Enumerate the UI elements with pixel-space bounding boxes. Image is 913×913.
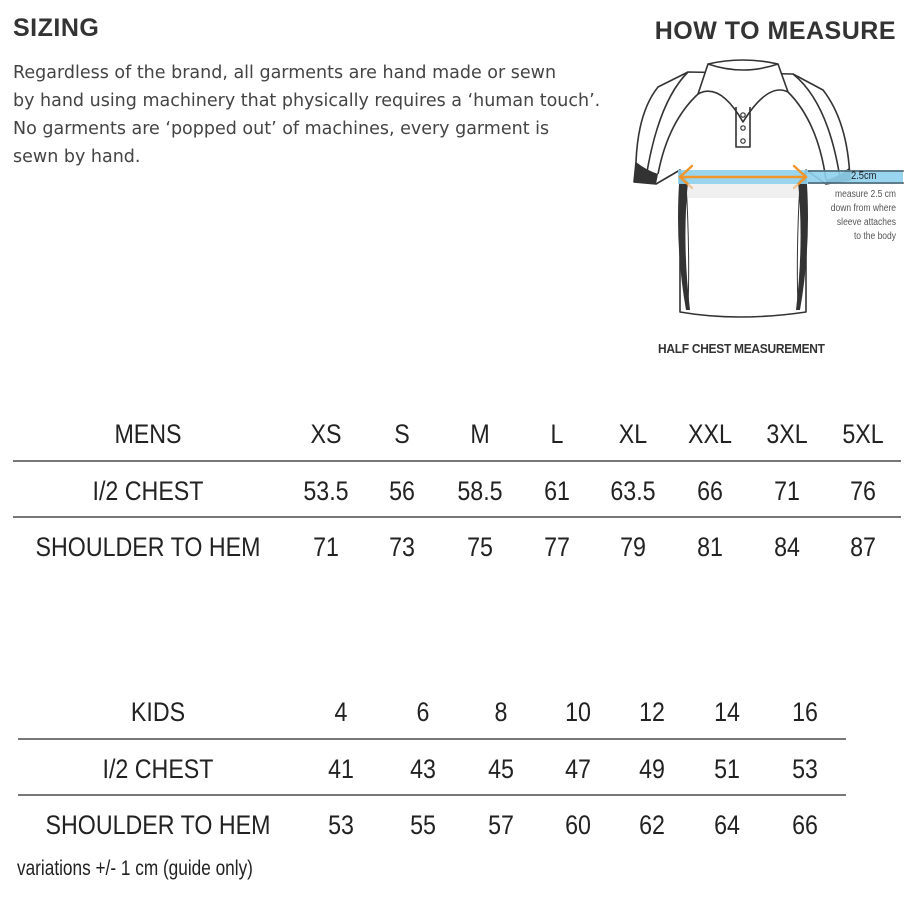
table-cell: 81	[697, 532, 723, 562]
shirt-sleeve-dark-left	[634, 162, 658, 184]
measure-offset-label: 2.5cm	[851, 170, 877, 182]
table-cell: 87	[850, 532, 876, 562]
polo-shirt-diagram	[633, 59, 904, 318]
intro-line: by hand using machinery that physically …	[13, 91, 601, 111]
mens-size-table: MENS XS S M L XL XXL 3XL 5XL I/2 CHEST 5…	[13, 406, 903, 578]
table-cell: 49	[639, 754, 665, 784]
mens-chest-row: I/2 CHEST 53.5 56 58.5 61 63.5 66 71 76	[13, 463, 903, 519]
shirt-button	[740, 112, 746, 118]
kids-size-6: 6	[416, 697, 430, 727]
table-cell: 58.5	[457, 476, 503, 506]
shirt-button	[740, 138, 746, 144]
mens-header-row: MENS XS S M L XL XXL 3XL 5XL	[13, 406, 903, 462]
table-cell: 45	[488, 754, 514, 784]
diagram-caption: HALF CHEST MEASUREMENT	[658, 341, 825, 356]
table-cell: 71	[313, 532, 339, 562]
table-cell: 76	[850, 476, 876, 506]
mens-size-m: M	[470, 419, 490, 449]
kids-header-label: KIDS	[130, 697, 186, 727]
table-cell: 53	[328, 810, 354, 840]
mens-size-xs: XS	[310, 419, 342, 449]
how-to-measure-title: HOW TO MEASURE	[654, 17, 896, 45]
table-cell: 47	[565, 754, 591, 784]
intro-paragraph: Regardless of the brand, all garments ar…	[13, 59, 633, 171]
mens-size-l: L	[550, 419, 564, 449]
kids-size-14: 14	[714, 697, 740, 727]
shirt-raglan-right	[787, 91, 827, 181]
mens-size-5xl: 5XL	[842, 419, 884, 449]
table-cell: 75	[467, 532, 493, 562]
table-cell: 56	[389, 476, 415, 506]
mens-size-3xl: 3XL	[766, 419, 808, 449]
table-cell: 57	[488, 810, 514, 840]
table-cell: 43	[410, 754, 436, 784]
mens-shoulder-row: SHOULDER TO HEM 71 73 75 77 79 81 84 87	[13, 519, 903, 575]
intro-line: Regardless of the brand, all garments ar…	[13, 63, 557, 83]
row-label: I/2 CHEST	[92, 476, 204, 506]
table-cell: 64	[714, 810, 740, 840]
kids-size-8: 8	[494, 697, 508, 727]
shirt-raglan-left	[657, 93, 699, 175]
shirt-side-panel-left	[678, 170, 690, 310]
mens-header-label: MENS	[114, 419, 182, 449]
table-divider	[18, 794, 846, 796]
table-divider	[13, 460, 901, 462]
intro-line: sewn by hand.	[13, 147, 141, 167]
row-label: SHOULDER TO HEM	[35, 532, 261, 562]
table-cell: 61	[544, 476, 570, 506]
mens-size-xxl: XXL	[688, 419, 732, 449]
table-cell: 66	[792, 810, 818, 840]
kids-size-table: KIDS 4 6 8 10 12 14 16 I/2 CHEST 41 43 4…	[18, 684, 848, 856]
table-cell: 71	[774, 476, 800, 506]
measure-note-line: sleeve attaches	[836, 217, 896, 228]
intro-line: No garments are ‘popped out’ of machines…	[13, 119, 550, 139]
table-cell: 77	[544, 532, 570, 562]
row-label: I/2 CHEST	[102, 754, 214, 784]
footnote: variations +/- 1 cm (guide only)	[17, 857, 253, 880]
table-cell: 51	[714, 754, 740, 784]
measure-note: measure 2.5 cm down from where sleeve at…	[830, 188, 896, 244]
table-cell: 73	[389, 532, 415, 562]
table-cell: 63.5	[610, 476, 656, 506]
measure-note-line: to the body	[853, 231, 896, 242]
measure-note-line: down from where	[830, 203, 896, 214]
table-cell: 53.5	[303, 476, 349, 506]
table-cell: 41	[328, 754, 354, 784]
table-cell: 55	[410, 810, 436, 840]
shirt-side-panel-right	[796, 170, 808, 310]
table-divider	[18, 738, 846, 740]
kids-size-12: 12	[639, 697, 665, 727]
kids-chest-row: I/2 CHEST 41 43 45 47 49 51 53	[18, 741, 848, 797]
table-cell: 60	[565, 810, 591, 840]
table-cell: 66	[697, 476, 723, 506]
table-cell: 79	[620, 532, 646, 562]
kids-size-10: 10	[565, 697, 591, 727]
shirt-collar	[697, 59, 789, 123]
measure-note-line: measure 2.5 cm	[835, 189, 896, 200]
kids-shoulder-row: SHOULDER TO HEM 53 55 57 60 62 64 66	[18, 797, 848, 853]
mens-size-s: S	[394, 419, 410, 449]
kids-size-16: 16	[792, 697, 818, 727]
table-cell: 62	[639, 810, 665, 840]
mens-size-xl: XL	[618, 419, 648, 449]
kids-header-row: KIDS 4 6 8 10 12 14 16	[18, 684, 848, 740]
table-cell: 84	[774, 532, 800, 562]
row-label: SHOULDER TO HEM	[45, 810, 271, 840]
table-divider	[13, 516, 901, 518]
table-cell: 53	[792, 754, 818, 784]
shirt-button	[740, 125, 746, 131]
sizing-title: SIZING	[13, 14, 100, 42]
kids-size-4: 4	[334, 697, 348, 727]
